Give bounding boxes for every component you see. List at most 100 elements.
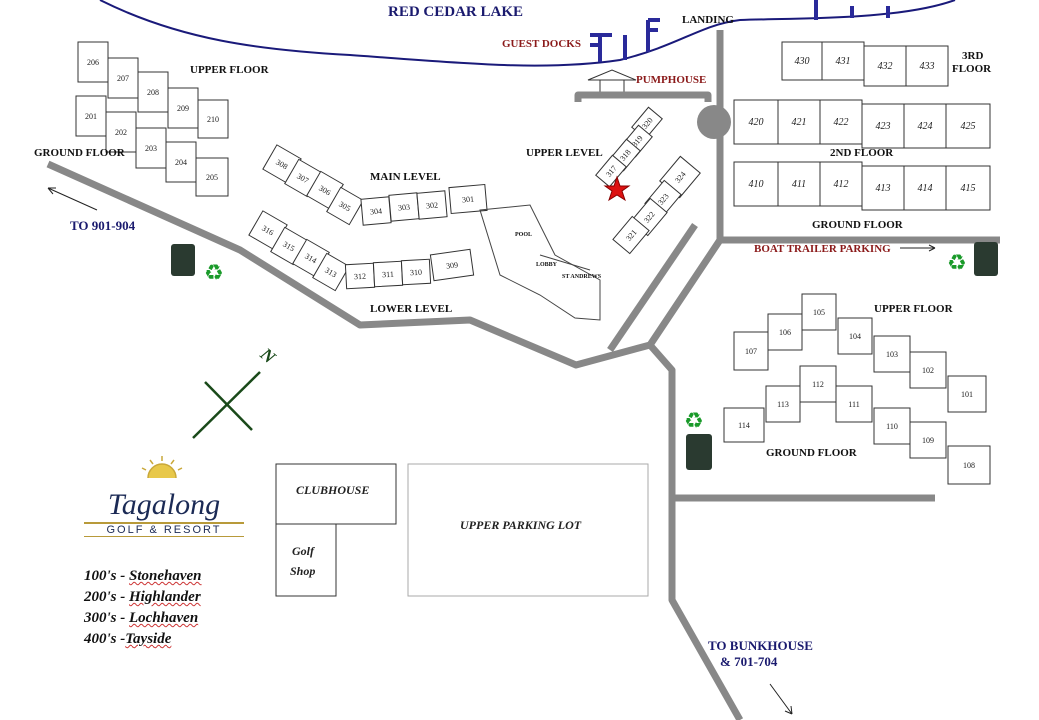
unit-321: 321 <box>612 215 650 255</box>
legend-item: 300's - Lochhaven <box>84 608 202 629</box>
golf-shop: Golf Shop <box>275 523 337 597</box>
unit-number: 433 <box>920 61 935 72</box>
unit-number: 420 <box>749 117 764 128</box>
unit-number: 411 <box>792 179 806 190</box>
boat-trailer-parking-label: BOAT TRAILER PARKING <box>754 243 891 255</box>
unit-number: 421 <box>792 117 807 128</box>
you-are-here-star-icon <box>603 175 631 202</box>
north-label: N <box>256 343 280 368</box>
ground-floor-100-label: GROUND FLOOR <box>766 447 858 459</box>
unit-number: 311 <box>382 270 394 280</box>
unit-312: 312 <box>344 262 376 290</box>
unit-310: 310 <box>400 258 432 286</box>
unit-number: 309 <box>446 260 459 271</box>
unit-202: 202 <box>105 111 137 153</box>
lochhaven-common <box>479 204 601 321</box>
unit-number: 112 <box>812 380 824 389</box>
trash-bin-icon <box>686 434 712 470</box>
upper-floor-100-label: UPPER FLOOR <box>874 303 954 315</box>
recycle-icon: ♻ <box>204 260 224 285</box>
unit-number: 413 <box>876 183 891 194</box>
unit-203: 203 <box>135 127 167 169</box>
st-andrews-label: ST ANDREWS <box>562 274 602 280</box>
upper-parking-label: UPPER PARKING LOT <box>460 518 582 532</box>
recycle-icon: ♻ <box>947 250 967 275</box>
unit-430: 430 <box>781 41 823 81</box>
unit-317: 317 <box>595 154 627 188</box>
upper-parking-lot: UPPER PARKING LOT <box>407 463 649 597</box>
legend-num: 100's - <box>84 568 129 584</box>
unit-number: 312 <box>354 272 366 282</box>
unit-number: 422 <box>834 117 849 128</box>
unit-110: 110 <box>873 407 911 445</box>
unit-number: 102 <box>922 366 934 375</box>
unit-415: 415 <box>945 165 991 211</box>
legend-name: Highlander <box>129 589 201 605</box>
unit-103: 103 <box>873 335 911 373</box>
clubhouse-label: CLUBHOUSE <box>296 483 369 497</box>
unit-number: 209 <box>177 104 189 113</box>
unit-number: 106 <box>779 328 791 337</box>
unit-number: 304 <box>370 206 383 216</box>
unit-113: 113 <box>765 385 801 423</box>
ground-floor-200-label: GROUND FLOOR <box>34 147 126 159</box>
unit-number: 109 <box>922 436 934 445</box>
arrow-boat-trailer-icon <box>900 244 936 252</box>
unit-number: 105 <box>813 308 825 317</box>
unit-114: 114 <box>723 407 765 443</box>
arrow-bunkhouse-icon <box>769 683 793 715</box>
landing-label: LANDING <box>682 14 734 26</box>
unit-number: 202 <box>115 128 127 137</box>
unit-112: 112 <box>799 365 837 403</box>
unit-number: 201 <box>85 112 97 121</box>
unit-412: 412 <box>819 161 863 207</box>
pumphouse-label: PUMPHOUSE <box>636 74 706 86</box>
upper-level-label: UPPER LEVEL <box>526 147 603 159</box>
unit-413: 413 <box>861 165 905 211</box>
legend-item: 200's - Highlander <box>84 587 202 608</box>
unit-204: 204 <box>165 141 197 183</box>
unit-305: 305 <box>326 186 364 226</box>
unit-433: 433 <box>905 45 949 87</box>
recycle-icon: ♻ <box>684 408 704 433</box>
logo-subtitle: GOLF & RESORT <box>84 522 244 537</box>
roads <box>46 30 1000 720</box>
unit-206: 206 <box>77 41 109 83</box>
unit-number: 103 <box>886 350 898 359</box>
unit-number: 415 <box>961 183 976 194</box>
unit-number: 302 <box>426 200 439 210</box>
unit-107: 107 <box>733 331 769 371</box>
unit-number: 114 <box>738 421 750 430</box>
unit-number: 310 <box>410 268 422 278</box>
unit-111: 111 <box>835 385 873 423</box>
lake-shoreline <box>99 0 956 67</box>
unit-number: 113 <box>777 400 789 409</box>
unit-423: 423 <box>861 103 905 149</box>
unit-207: 207 <box>107 57 139 99</box>
trash-bin-icon <box>171 244 195 276</box>
unit-208: 208 <box>137 71 169 113</box>
to-bunkhouse-label-2: & 701-704 <box>720 654 778 669</box>
to-bunkhouse-label: TO BUNKHOUSE <box>708 638 813 653</box>
unit-201: 201 <box>75 95 107 137</box>
unit-432: 432 <box>863 45 907 87</box>
roundabout <box>697 105 731 139</box>
golf-shop-label-2: Shop <box>290 564 315 578</box>
legend-num: 200's - <box>84 589 129 605</box>
unit-411: 411 <box>777 161 821 207</box>
guest-docks <box>590 0 890 62</box>
pool-label: POOL <box>515 232 532 238</box>
unit-309: 309 <box>429 248 475 282</box>
unit-422: 422 <box>819 99 863 145</box>
unit-414: 414 <box>903 165 947 211</box>
legend-num: 400's - <box>84 631 126 647</box>
legend-name: Lochhaven <box>129 610 199 626</box>
unit-number: 423 <box>876 121 891 132</box>
to-901-label: TO 901-904 <box>70 218 136 233</box>
unit-209: 209 <box>167 87 199 129</box>
unit-number: 210 <box>207 115 219 124</box>
legend-name: Tayside <box>125 631 172 647</box>
